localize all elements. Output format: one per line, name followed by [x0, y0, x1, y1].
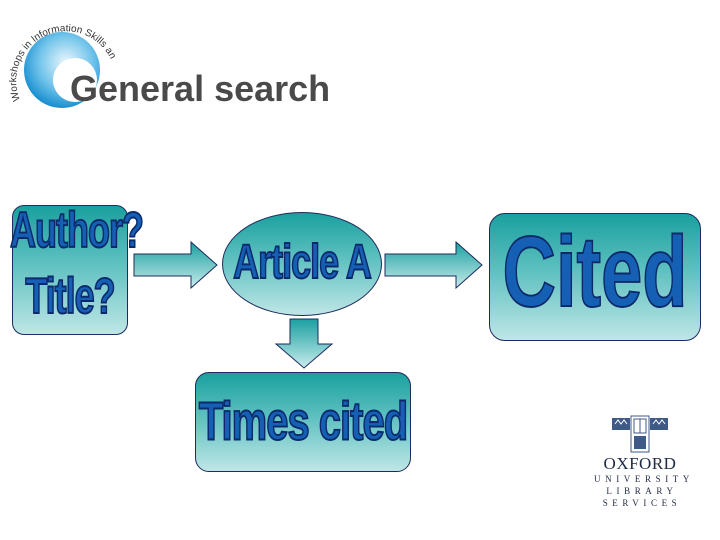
article-ellipse [222, 212, 382, 316]
author-title-box [12, 205, 128, 335]
oxford-library-logo: OXFORD UNIVERSITY LIBRARY SERVICES [590, 415, 690, 515]
times-cited-label: Times cited [198, 391, 409, 452]
page-title: General search [70, 68, 331, 109]
oxford-crest-icon [612, 415, 668, 453]
times-cited-box [195, 372, 411, 472]
oxford-logo-line4: SERVICES [602, 498, 682, 508]
arrow-right-icon [133, 240, 218, 290]
oxford-logo-line3: LIBRARY [606, 486, 678, 496]
cited-box [489, 213, 701, 341]
arrow-right-icon [384, 240, 483, 290]
oxford-logo-line1: OXFORD [603, 454, 677, 473]
title-label: Title? [25, 266, 117, 324]
article-label: Article A [232, 233, 372, 289]
arrow-down-icon [274, 318, 334, 369]
wiser-logo: Workshops in Information Skills and Elec… [0, 0, 118, 108]
cited-label: Cited [502, 215, 688, 328]
oxford-logo-line2: UNIVERSITY [594, 474, 694, 484]
author-label: Author? [9, 200, 144, 258]
